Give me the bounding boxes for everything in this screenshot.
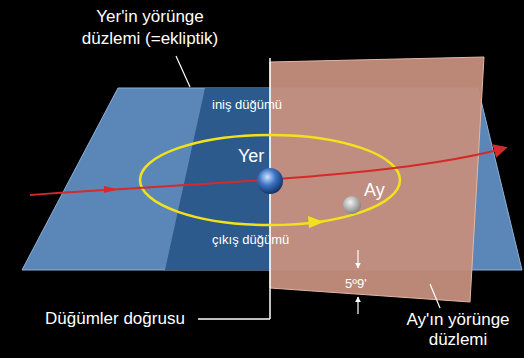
body-label: Yer	[238, 146, 264, 167]
leader-line	[198, 318, 270, 320]
angle-arrow	[357, 297, 358, 314]
node-label: iniş düğümü	[212, 97, 282, 113]
moon-plane	[270, 57, 484, 302]
orbit-arrowhead	[308, 216, 324, 228]
line-label: Düğümler doğrusu	[45, 309, 185, 329]
earth-globe	[257, 168, 283, 194]
angle-label: 5º9'	[345, 276, 367, 291]
angle-arrow	[357, 250, 358, 268]
orbit-arrowhead	[104, 186, 118, 193]
leader-line	[176, 56, 190, 87]
body-label: Ay	[364, 180, 385, 201]
leader-line	[430, 284, 440, 308]
earth-orbit-arrow	[30, 148, 505, 195]
plane-label: Ay'ın yörünge düzlemi	[397, 310, 519, 350]
plane-label: Yer'in yörünge düzlemi (=ekliptik)	[65, 6, 235, 50]
moon-orbit	[140, 135, 400, 225]
node-label: çıkış düğümü	[212, 232, 289, 248]
moon-globe	[343, 196, 361, 214]
